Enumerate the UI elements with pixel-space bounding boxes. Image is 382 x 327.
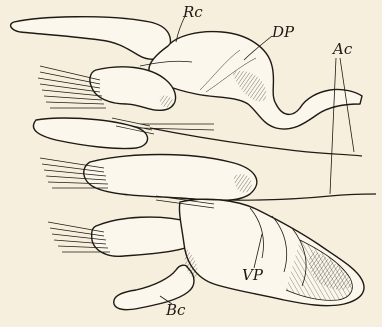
- label-ac: Ac: [333, 42, 352, 57]
- label-vp: VP: [242, 268, 263, 283]
- upper-curved-process: [11, 17, 171, 59]
- label-bc: Bc: [166, 303, 185, 318]
- flagellum-upper: [150, 128, 362, 156]
- central-tube: [84, 155, 257, 201]
- label-dp: DP: [272, 25, 294, 40]
- leader-ac-2: [330, 58, 336, 194]
- label-rc: Rc: [183, 5, 203, 20]
- upper-left-tube: [33, 118, 147, 148]
